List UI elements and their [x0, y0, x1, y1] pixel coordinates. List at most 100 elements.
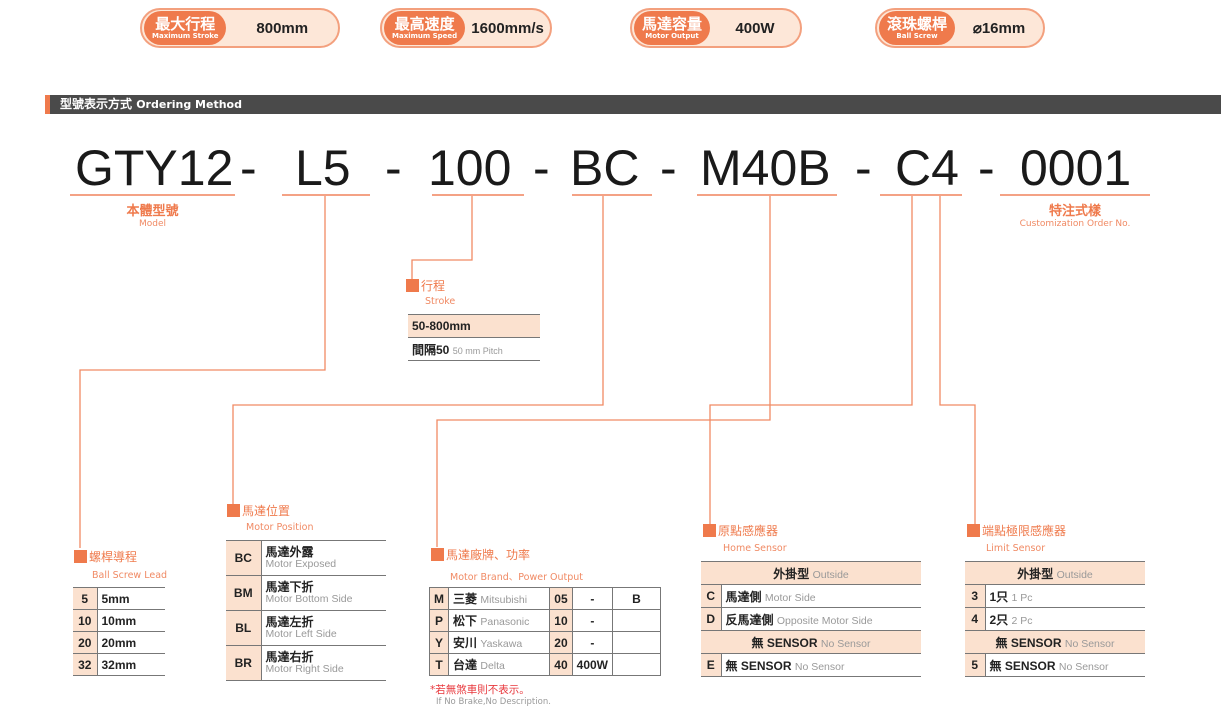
lead-code: 20 [73, 631, 98, 654]
brand-title: 馬達廠牌、功率 [431, 546, 530, 563]
home-table: 外掛型 Outside C 馬達側 Motor Side D 反馬達側 Oppo… [701, 561, 921, 677]
code-motor: M40B [700, 140, 831, 196]
limit-table: 外掛型 Outside 3 1只 1 Pc 4 2只 2 Pc 無 SENSOR… [965, 561, 1145, 677]
square-bullet-icon [227, 504, 240, 517]
code-stroke: 100 [428, 140, 512, 196]
pitch-en: 50 mm Pitch [452, 345, 503, 356]
code-separator: - [660, 140, 677, 196]
brand-code: T [429, 653, 449, 676]
code-model: GTY12 [75, 140, 234, 196]
lead-value: 20mm [97, 631, 165, 654]
code-separator: - [855, 140, 872, 196]
home-desc: 馬達側 Motor Side [721, 584, 921, 608]
position-en: Motor Right Side [265, 663, 344, 675]
square-bullet-icon [74, 550, 87, 563]
power-code-text: 05 [554, 591, 568, 606]
limit-desc-text: 無 SENSOR [989, 658, 1056, 673]
brand-name-text: 安川 [453, 636, 478, 650]
limit-desc-text: 2 Pc [1011, 614, 1033, 627]
position-title-text: 馬達位置 [242, 504, 291, 518]
power-code-text: 10 [554, 613, 568, 628]
brand-name-text: Delta [480, 660, 505, 672]
brand-name-text: 三菱 [453, 592, 478, 606]
home-outside-header-text: Outside [812, 568, 849, 581]
table-row: T 台達 Delta 40 400W [429, 653, 661, 676]
model-label-zh: 本體型號 [126, 204, 179, 219]
home-title-text: 原點感應器 [718, 524, 779, 538]
brand-code-text: Y [434, 635, 443, 650]
brand-name-text: 台達 [453, 658, 478, 672]
position-en: Motor Bottom Side [265, 593, 353, 605]
brand-code-text: M [434, 591, 444, 606]
position-en: Motor Left Side [265, 628, 337, 640]
limit-outside-header-text: Outside [1056, 568, 1093, 581]
badge-sublabel: Maximum Speed [392, 31, 458, 40]
power-value-text: - [590, 591, 595, 606]
position-code-text: BM [233, 586, 253, 600]
brand-name-text: 松下 [453, 614, 478, 628]
power-code: 10 [549, 609, 573, 632]
brand-code: Y [429, 631, 449, 654]
power-code: 20 [549, 631, 573, 654]
table-header-row: 無 SENSOR No Sensor [701, 630, 921, 654]
limit-code: 5 [965, 653, 986, 677]
power-code-text: 40 [554, 657, 568, 672]
power-value: - [571, 609, 613, 632]
badge-value: ⌀16mm [972, 20, 1026, 37]
position-code: BR [226, 645, 262, 681]
table-row: E 無 SENSOR No Sensor [701, 653, 921, 677]
home-desc-text: Opposite Motor Side [776, 614, 873, 627]
limit-code-text: 5 [971, 658, 979, 672]
limit-desc-text: 2只 [989, 612, 1009, 627]
position-code: BC [226, 540, 262, 576]
stroke-title-text: 行程 [421, 279, 446, 293]
lead-code: 10 [73, 609, 98, 632]
home-code-text: C [706, 589, 716, 603]
position-code-text: BC [234, 551, 252, 565]
lead-value-text: 20mm [101, 635, 137, 650]
underline [880, 194, 962, 196]
badge-value: 1600mm/s [471, 19, 544, 37]
brand-name-text: Panasonic [480, 616, 530, 628]
table-header-row: 無 SENSOR No Sensor [965, 630, 1145, 654]
home-code: E [701, 653, 722, 677]
position-code-text: BR [234, 656, 252, 670]
lead-value-text: 32mm [101, 657, 137, 672]
brand-name: 三菱 Mitsubishi [447, 587, 550, 610]
position-zh: 馬達右折 [265, 650, 314, 664]
code-position: BC [570, 140, 640, 196]
brand-name: 安川 Yaskawa [447, 631, 550, 654]
brand-name: 台達 Delta [447, 653, 550, 676]
section-header: 型號表示方式 Ordering Method [45, 95, 1221, 114]
position-code: BL [226, 610, 262, 646]
brake-code: B [612, 587, 661, 610]
underline [70, 194, 235, 196]
table-row: 3 1只 1 Pc [965, 584, 1145, 608]
limit-outside-header-text: 外掛型 [1017, 566, 1054, 581]
code-separator: - [240, 140, 257, 196]
underline [697, 194, 837, 196]
brake-code [612, 609, 661, 632]
table-row: P 松下 Panasonic 10 - [429, 609, 661, 632]
table-row: 5 5mm [73, 587, 165, 610]
limit-code-text: 3 [971, 589, 979, 603]
limit-desc-text: 1只 [989, 589, 1009, 604]
position-subtitle: Motor Position [246, 522, 314, 533]
table-row: 10 10mm [73, 609, 165, 632]
home-code-text: E [706, 658, 715, 672]
power-value: 400W [571, 653, 613, 676]
limit-code: 4 [965, 607, 986, 631]
lead-value: 5mm [97, 587, 165, 610]
lead-code: 32 [73, 653, 98, 676]
table-row: 4 2只 2 Pc [965, 607, 1145, 631]
lead-code: 5 [73, 587, 98, 610]
limit-title-text: 端點極限感應器 [982, 524, 1067, 538]
limit-title: 端點極限感應器 [967, 522, 1066, 539]
home-code-text: D [706, 612, 716, 626]
stroke-pitch: 間隔50 50 mm Pitch [408, 337, 540, 361]
